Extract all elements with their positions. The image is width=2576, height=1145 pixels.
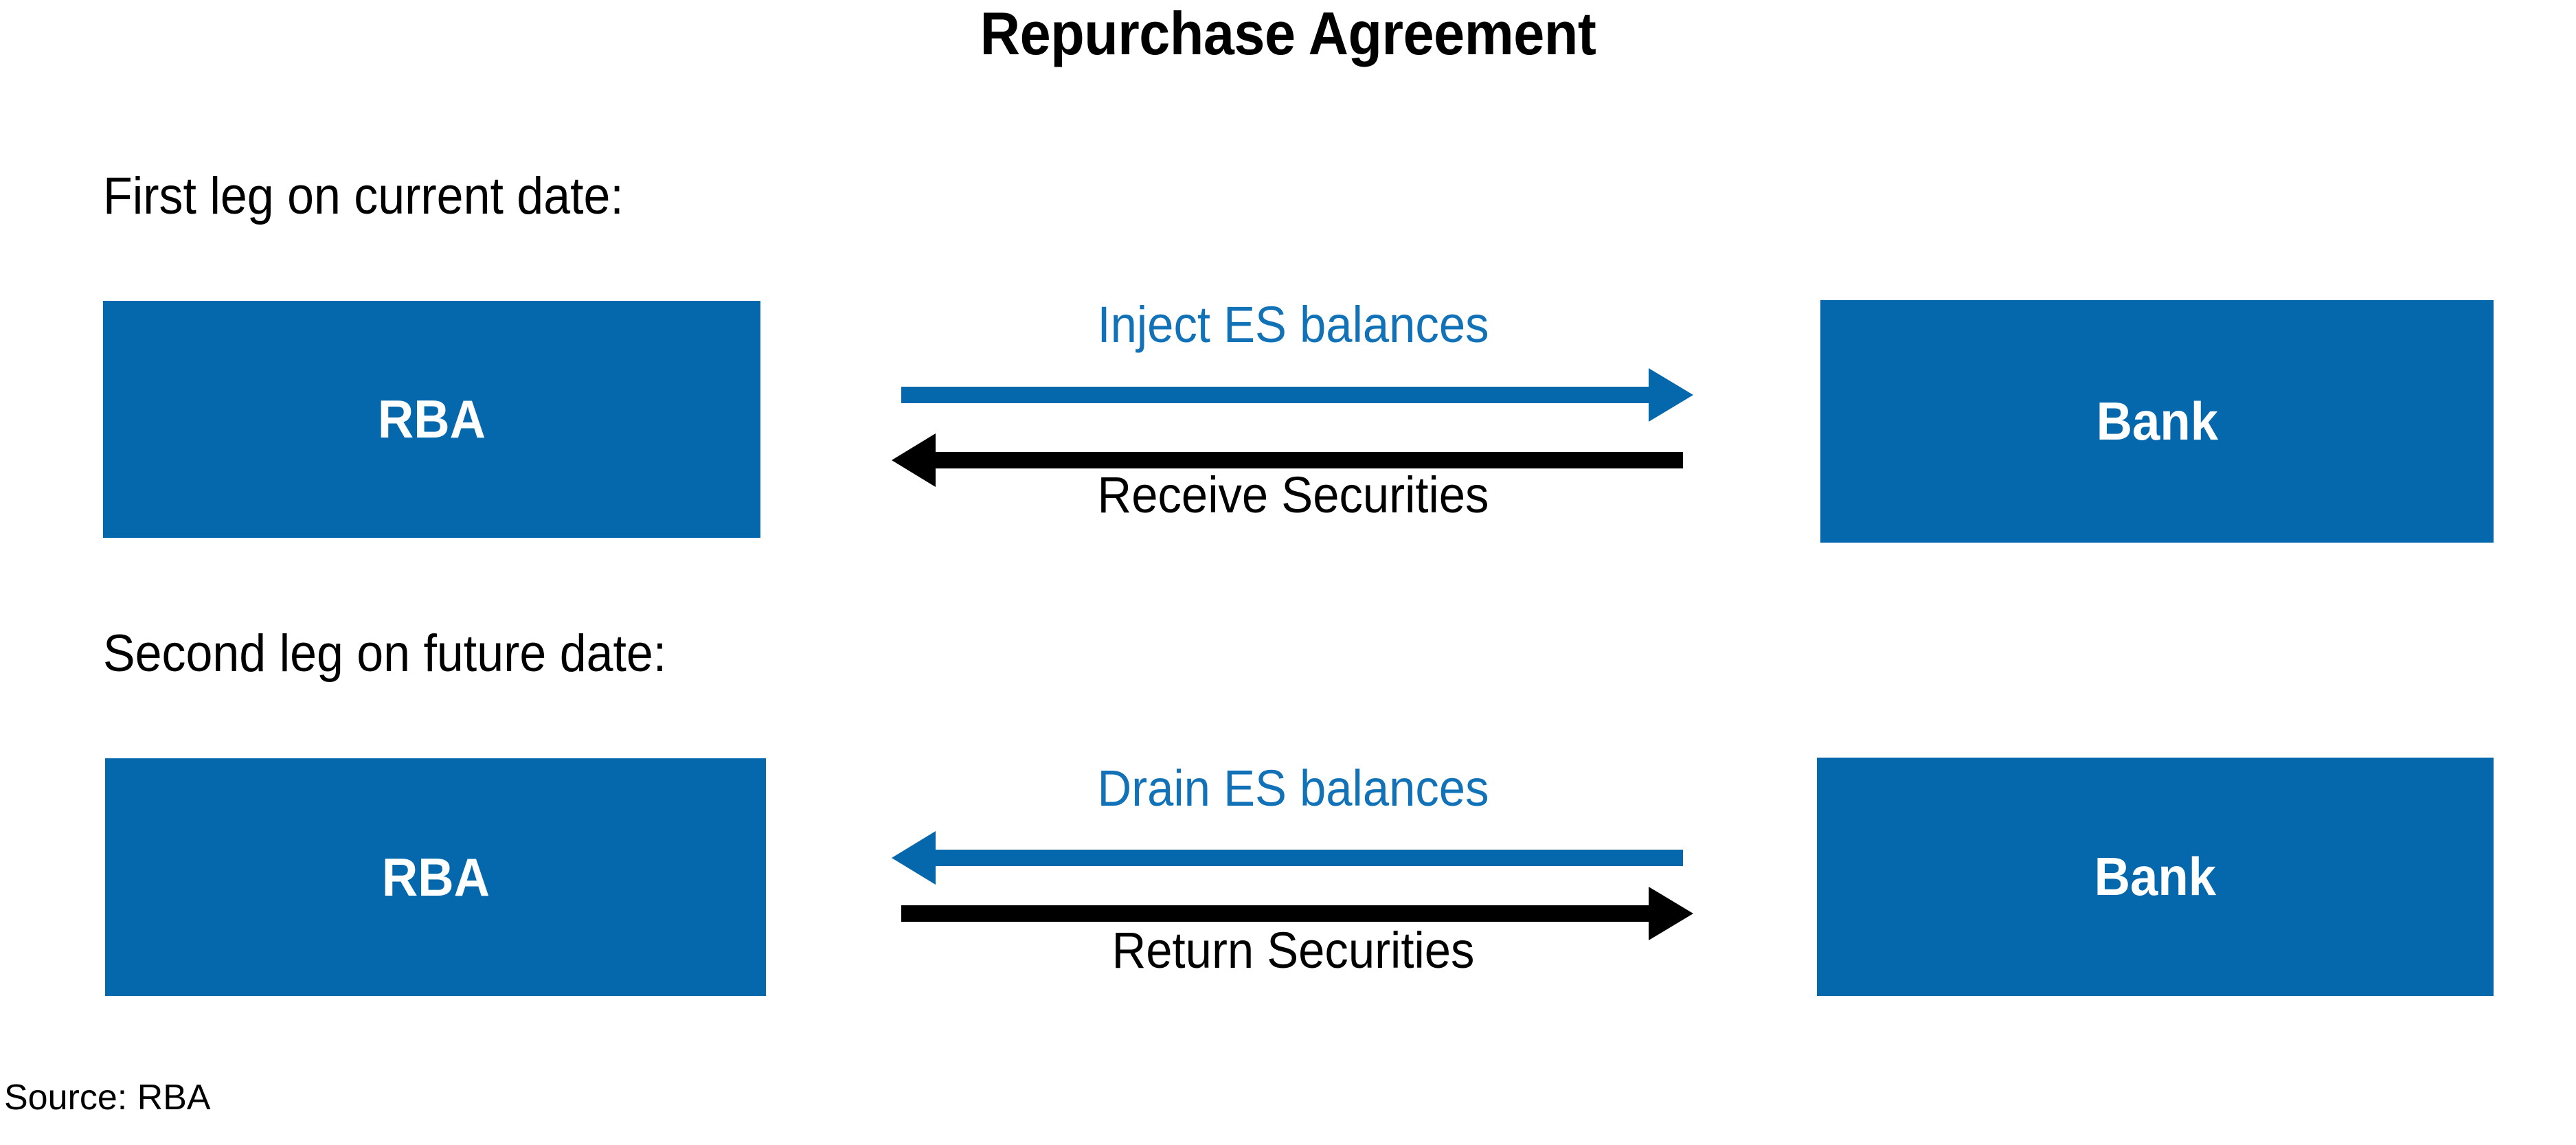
entity-box-bank-second-leg: Bank bbox=[1817, 758, 2494, 996]
flow-label-drain-es-balances: Drain ES balances bbox=[1097, 760, 1489, 817]
flow-label-receive-securities: Receive Securities bbox=[1097, 466, 1489, 523]
entity-label-bank: Bank bbox=[2096, 391, 2218, 451]
arrow-left-drain-es-balances bbox=[892, 831, 1683, 885]
second-leg-flow-group: Drain ES balances Return Securities bbox=[886, 759, 1700, 1020]
flow-label-inject-es-balances: Inject ES balances bbox=[1097, 296, 1489, 353]
entity-label-rba: RBA bbox=[381, 846, 490, 907]
entity-box-rba-first-leg: RBA bbox=[103, 301, 760, 538]
arrow-right-return-securities bbox=[901, 887, 1693, 940]
source-note: Source: RBA bbox=[4, 1078, 211, 1118]
entity-box-rba-second-leg: RBA bbox=[105, 758, 766, 996]
entity-box-bank-first-leg: Bank bbox=[1820, 300, 2494, 543]
second-leg-caption: Second leg on future date: bbox=[103, 624, 667, 683]
first-leg-caption: First leg on current date: bbox=[103, 167, 624, 225]
page-title: Repurchase Agreement bbox=[980, 0, 1596, 67]
entity-label-rba: RBA bbox=[377, 389, 486, 449]
entity-label-bank: Bank bbox=[2094, 846, 2217, 907]
first-leg-flow-group: Inject ES balances Receive Securities bbox=[886, 295, 1700, 556]
arrow-right-inject-es-balances bbox=[901, 368, 1693, 422]
arrow-left-receive-securities bbox=[892, 433, 1683, 487]
flow-label-return-securities: Return Securities bbox=[1111, 922, 1475, 979]
